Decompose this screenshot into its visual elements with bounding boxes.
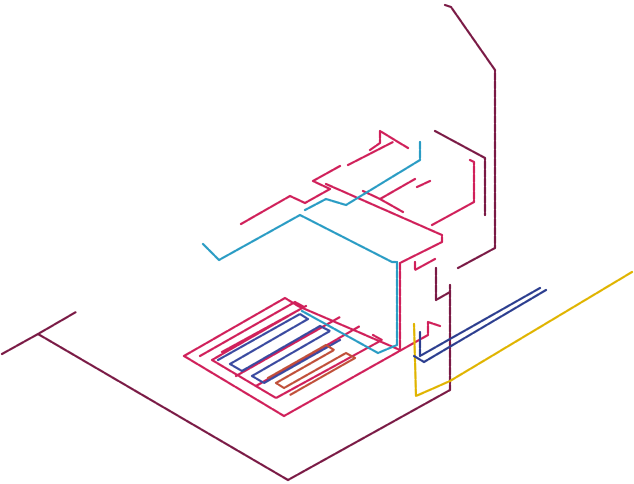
- supply-pipe: [182, 129, 476, 418]
- pipe-network: [0, 3, 634, 482]
- cold-water-pipe: [201, 140, 422, 355]
- floor-loop-core: [266, 343, 357, 397]
- gas-pipe: [412, 270, 634, 398]
- floor-loop-inner: [216, 312, 342, 385]
- main-pipe: [0, 3, 497, 482]
- return-pipe: [412, 286, 548, 364]
- floor-loop-outer: [198, 300, 384, 400]
